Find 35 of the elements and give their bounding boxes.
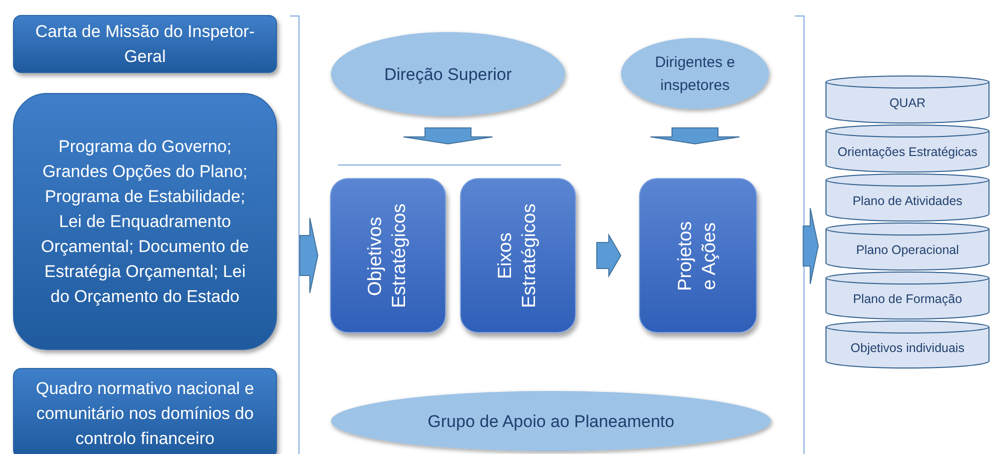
rounded-box	[460, 178, 576, 333]
rounded-box	[330, 178, 446, 333]
node-text: Objetivos individuais	[850, 341, 964, 355]
rounded-box	[13, 93, 277, 350]
node-text: Objetivos Estratégicos	[364, 202, 411, 310]
node-text: Orientações Estratégicas	[838, 145, 978, 159]
node-text: QUAR	[889, 96, 926, 110]
node-text: Plano Operacional	[856, 243, 959, 257]
block-arrow	[596, 233, 622, 278]
cylinder-node	[825, 75, 990, 123]
node-text: Plano de Formação	[852, 292, 962, 306]
block-arrow	[299, 218, 318, 294]
cylinder-node	[825, 173, 990, 221]
cylinder-node	[825, 124, 990, 172]
block-arrow	[650, 127, 740, 144]
cylinder-node	[825, 320, 990, 368]
node-text: Eixos Estratégicos	[494, 202, 541, 310]
rounded-box	[639, 178, 757, 333]
node-text: Carta de Missão do Inspetor-Geral	[34, 21, 256, 68]
cylinder-node	[825, 271, 990, 319]
node-text: Quadro normativo nacional e comunitário nos domínios do controlo financeiro	[34, 378, 256, 450]
rounded-box	[13, 15, 277, 73]
node-text: Projetos e Ações	[674, 220, 721, 292]
node-text: Direção Superior	[384, 64, 512, 86]
block-arrow	[403, 127, 493, 144]
node-text: Grupo de Apoio ao Planeamento	[428, 410, 674, 432]
cylinder-node	[825, 222, 990, 270]
node-text: Plano de Atividades	[852, 194, 962, 208]
ellipse-node	[620, 37, 770, 110]
node-text: Programa do Governo; Grandes Opções do Plano; Programa de Estabilidade; Lei de Enquadramento Orçamental; Documento de Estratégia Orçamental; Lei do Orçamento do Estado	[40, 136, 250, 308]
node-text: Dirigentes e inspetores	[654, 52, 736, 96]
ellipse-node	[330, 31, 566, 117]
ellipse-node	[330, 390, 772, 452]
rounded-box	[13, 368, 277, 454]
block-arrow	[802, 208, 819, 284]
